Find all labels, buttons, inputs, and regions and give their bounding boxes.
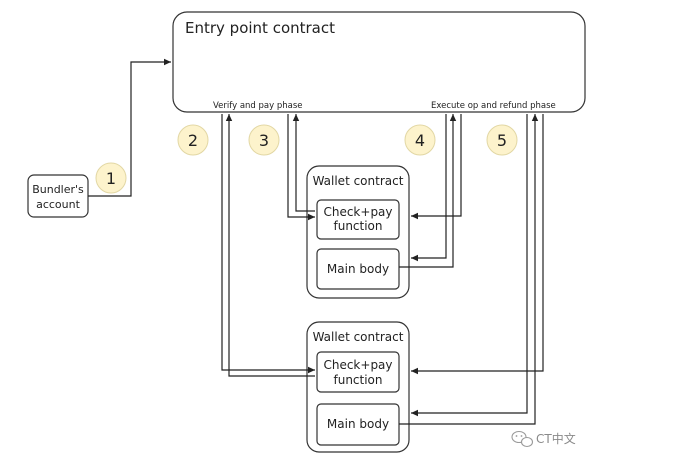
arrow-step-4-main-down — [411, 114, 447, 262]
wallet-bottom-check-pay-line2: function — [333, 373, 382, 387]
wallet-bottom-main-body-label: Main body — [327, 417, 389, 431]
wallet-top-main-body-box — [316, 248, 400, 290]
wallet-bottom-check-pay-box — [316, 351, 400, 393]
step-marker-1: 1 — [95, 162, 127, 194]
watermark: CT中文 — [511, 430, 576, 448]
step-number-2: 2 — [188, 131, 198, 150]
arrow-step-2-down — [221, 114, 315, 374]
arrow-step-4-check — [411, 114, 462, 220]
arrow-step-2-up — [225, 114, 315, 377]
arrow-step-1 — [88, 58, 171, 197]
arrow-step-5-main-down — [411, 114, 528, 417]
connectors — [88, 58, 544, 425]
step-number-3: 3 — [259, 131, 269, 150]
wallet-contract-bottom: Wallet contract Check+pay function Main … — [306, 321, 410, 453]
watermark-text: CT中文 — [536, 431, 576, 446]
arrow-step-3-down — [287, 114, 315, 221]
step-markers: 1 2 3 4 5 — [95, 124, 518, 194]
wallet-top-check-pay-line1: Check+pay — [323, 205, 392, 219]
wallet-top-main-body-label: Main body — [327, 262, 389, 276]
execute-phase-label: Execute op and refund phase — [431, 101, 556, 111]
arrow-step-3-up — [292, 114, 315, 212]
step-marker-5: 5 — [486, 124, 518, 156]
bundler-label-line1: Bundler's — [32, 183, 84, 196]
bundler-account: Bundler's account — [27, 174, 89, 218]
entry-point-box — [172, 11, 586, 113]
wallet-bottom-title: Wallet contract — [313, 330, 404, 344]
step-number-5: 5 — [497, 131, 507, 150]
step-number-1: 1 — [106, 169, 116, 188]
wallet-bottom-check-pay-line1: Check+pay — [323, 358, 392, 372]
step-marker-4: 4 — [404, 124, 436, 156]
step-number-4: 4 — [415, 131, 425, 150]
entry-point-contract: Entry point contract Verify and pay phas… — [172, 11, 586, 113]
step-marker-2: 2 — [177, 124, 209, 156]
arrow-step-5-main-up — [399, 114, 539, 425]
verify-phase-label: Verify and pay phase — [213, 101, 303, 111]
wallet-contract-top: Wallet contract Check+pay function Main … — [306, 165, 410, 299]
wechat-bubble-icon — [511, 430, 534, 448]
step-marker-3: 3 — [248, 124, 280, 156]
arrow-step-5-check — [411, 114, 544, 375]
arrow-step-4-main-up — [399, 114, 457, 268]
wallet-top-check-pay-box — [316, 199, 400, 240]
entry-point-title: Entry point contract — [185, 19, 335, 37]
wallet-top-title: Wallet contract — [313, 174, 404, 188]
bundler-label-line2: account — [36, 198, 81, 211]
wallet-top-check-pay-line2: function — [333, 219, 382, 233]
